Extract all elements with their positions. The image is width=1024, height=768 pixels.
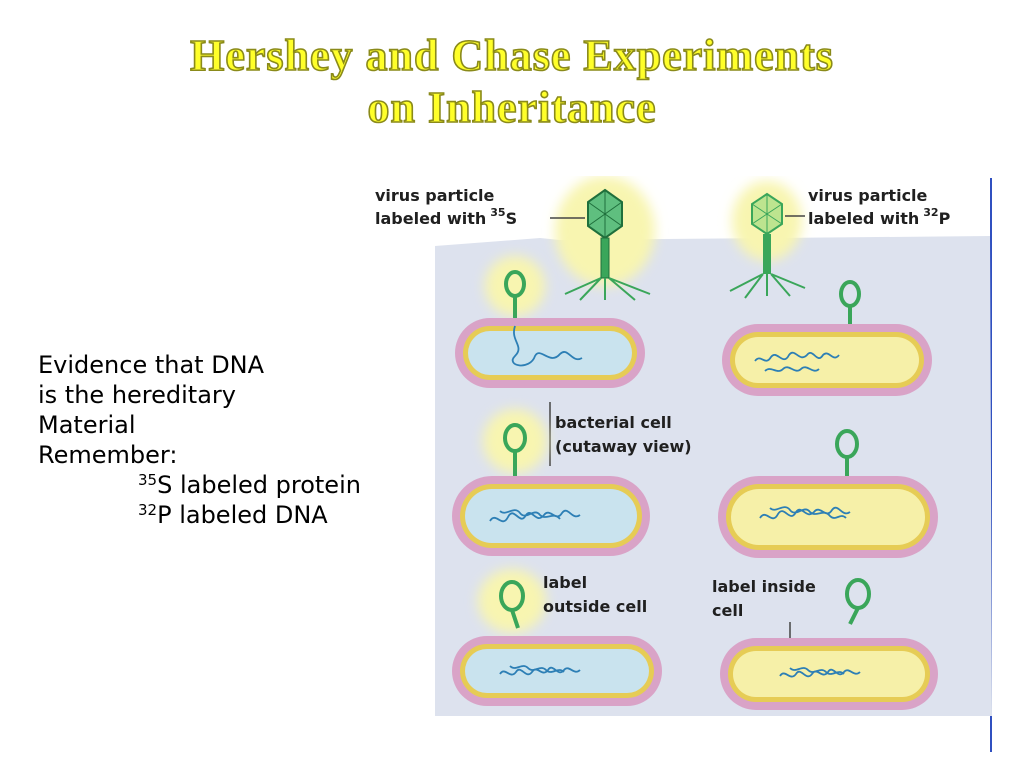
phage-empty-left xyxy=(499,580,525,629)
right-virus-label-2-text: labeled with xyxy=(808,209,919,228)
right-dna-strand-1 xyxy=(754,351,840,372)
left-phage-glow-1 xyxy=(485,256,545,316)
notes-item-sulfur-text: S labeled protein xyxy=(157,471,361,499)
left-dna-strand-1 xyxy=(511,325,583,367)
notes-line-2: is the hereditary xyxy=(38,381,236,409)
right-cell-2-cytoplasm xyxy=(731,489,925,545)
title-line-2: on Inheritance xyxy=(367,82,657,133)
left-virus-label-2: labeled with 35S xyxy=(375,206,517,228)
right-sup: 32 xyxy=(923,206,938,219)
left-element: S xyxy=(506,209,518,228)
notes-item-phosphorus-text: P labeled DNA xyxy=(157,501,328,529)
right-dna-strand-3 xyxy=(779,667,861,678)
notes-line-4: Remember: xyxy=(38,441,178,469)
left-virus-label-2-text: labeled with xyxy=(375,209,486,228)
left-phage-glow-2 xyxy=(483,409,547,473)
left-cell-1-cytoplasm xyxy=(468,331,632,375)
right-virus-label-1: virus particle xyxy=(808,186,928,205)
title-line-1: Hershey and Chase Experiments xyxy=(189,30,834,81)
notes-item-sulfur-sup: 35 xyxy=(138,471,158,489)
phage-empty-right xyxy=(845,578,871,625)
notes-item-phosphorus-sup: 32 xyxy=(138,501,158,519)
right-dna-strand-2 xyxy=(759,506,851,520)
slide-title: Hershey and Chase Experiments on Inherit… xyxy=(0,30,1024,134)
notes-line-3: Material xyxy=(38,411,136,439)
left-sup: 35 xyxy=(490,206,505,219)
left-dna-strand-3 xyxy=(499,665,581,676)
cell-label-2: (cutaway view) xyxy=(555,437,692,456)
inside-label-1: label inside xyxy=(712,577,816,596)
right-cell-1-cytoplasm xyxy=(735,337,919,383)
outside-label-1: label xyxy=(543,573,587,592)
phage-attached-left-2 xyxy=(503,423,527,476)
notes-line-1: Evidence that DNA xyxy=(38,351,265,379)
inside-label-2: cell xyxy=(712,601,743,620)
phage-icon-right xyxy=(729,192,806,299)
right-virus-label-2: labeled with 32P xyxy=(808,206,951,228)
left-virus-label-1: virus particle xyxy=(375,186,495,205)
left-dna-strand-2 xyxy=(489,509,581,523)
cell-label-1: bacterial cell xyxy=(555,413,672,432)
notes-item-sulfur: 35S labeled protein xyxy=(38,470,458,500)
hershey-chase-figure: virus particle labeled with 35S bacterial… xyxy=(375,176,992,716)
notes-item-phosphorus: 32P labeled DNA xyxy=(38,500,458,530)
divider-line xyxy=(990,178,992,752)
phage-icon-left xyxy=(564,188,651,301)
outside-label-2: outside cell xyxy=(543,597,647,616)
notes-text: Evidence that DNA is the hereditary Mate… xyxy=(38,350,458,530)
right-element: P xyxy=(939,209,951,228)
left-phage-glow-3 xyxy=(478,569,546,633)
